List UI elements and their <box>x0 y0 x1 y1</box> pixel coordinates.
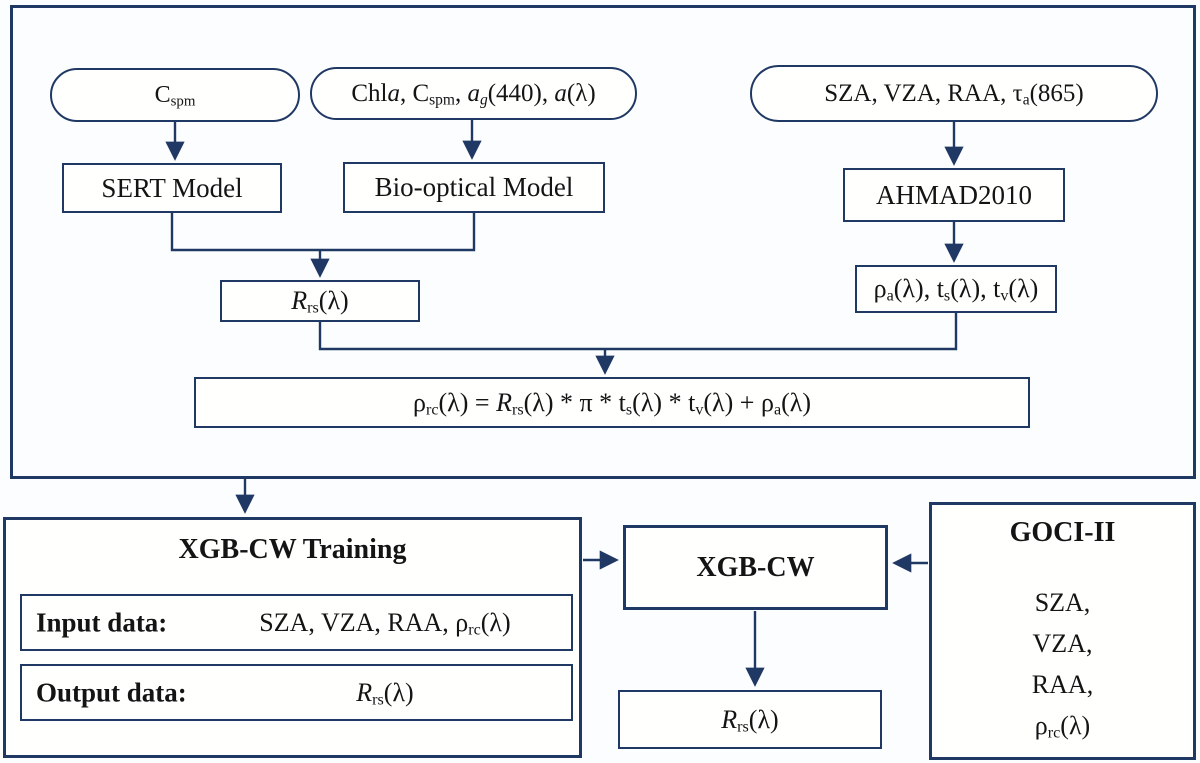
goci-variable-list: SZA, VZA, RAA, ρrc(λ) <box>1032 582 1093 746</box>
training-output-row: Output data: Rrs(λ) <box>20 664 573 721</box>
input-data-label: Input data: <box>36 607 168 637</box>
node-sert-model: SERT Model <box>62 163 282 213</box>
node-label: SZA, VZA, RAA, τa(865) <box>824 79 1084 108</box>
node-bio-optical-inputs: Chla, Cspm, ag(440), a(λ) <box>310 67 637 120</box>
node-rrs-simulated: Rrs(λ) <box>220 280 420 322</box>
goci-variable: SZA, <box>1034 588 1091 617</box>
formula-text: ρrc(λ) = Rrs(λ) * π * ts(λ) * tv(λ) + ρa… <box>412 387 812 419</box>
node-label: SERT Model <box>101 172 243 203</box>
node-cspm-input: Cspm <box>50 68 300 122</box>
training-title: XGB-CW Training <box>178 534 407 565</box>
node-atmospheric-terms: ρa(λ), ts(λ), tv(λ) <box>855 265 1057 313</box>
node-rho-rc-formula: ρrc(λ) = Rrs(λ) * π * ts(λ) * tv(λ) + ρa… <box>194 377 1030 428</box>
goci-variable: ρrc(λ) <box>1034 711 1091 742</box>
node-label: XGB-CW <box>696 551 815 583</box>
goci-title: GOCI-II <box>1009 517 1116 548</box>
node-label: Bio-optical Model <box>374 172 574 202</box>
training-input-row: Input data: SZA, VZA, RAA, ρrc(λ) <box>20 594 573 651</box>
input-data-value: SZA, VZA, RAA, ρrc(λ) <box>259 607 511 639</box>
node-label: ρa(λ), ts(λ), tv(λ) <box>873 274 1039 305</box>
node-label: Cspm <box>154 81 196 109</box>
output-data-label: Output data: <box>36 677 187 707</box>
goci-variable: VZA, <box>1032 629 1093 658</box>
node-label: Rrs(λ) <box>291 286 349 317</box>
goci-variable: RAA, <box>1031 670 1094 699</box>
node-bio-optical-model: Bio-optical Model <box>343 162 605 213</box>
node-label: Chla, Cspm, ag(440), a(λ) <box>351 79 596 108</box>
simulation-section-frame <box>10 5 1196 479</box>
node-ahmad2010: AHMAD2010 <box>843 168 1065 222</box>
output-data-value: Rrs(λ) <box>356 677 414 709</box>
node-goci-ii: GOCI-II SZA, VZA, RAA, ρrc(λ) <box>929 502 1196 760</box>
node-rrs-result: Rrs(λ) <box>618 690 882 749</box>
node-geometry-aerosol-inputs: SZA, VZA, RAA, τa(865) <box>750 65 1158 122</box>
node-label: AHMAD2010 <box>875 179 1032 210</box>
node-xgb-cw-training: XGB-CW Training Input data: SZA, VZA, RA… <box>3 517 582 758</box>
node-label: Rrs(λ) <box>721 704 779 736</box>
node-xgb-cw-model: XGB-CW <box>623 525 888 610</box>
